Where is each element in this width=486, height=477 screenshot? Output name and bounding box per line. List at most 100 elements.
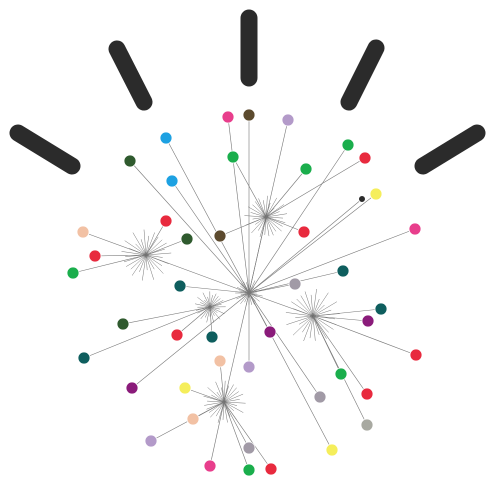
hub-left-spoke — [140, 239, 147, 256]
hub-upper-spoke — [265, 216, 284, 219]
hub-mid-spoke — [209, 306, 218, 313]
hub-mid-spoke — [206, 306, 211, 323]
hub-left-spoke — [145, 232, 155, 256]
graph-edge — [248, 292, 333, 451]
hub-right-spoke — [312, 292, 329, 317]
hub-right-spoke — [298, 315, 314, 325]
hub-right-spoke — [312, 309, 332, 317]
graph-node-brown — [213, 229, 227, 243]
graph-edge — [248, 119, 289, 294]
hub-upper-spoke — [251, 216, 267, 234]
hub-right-spoke — [312, 315, 329, 333]
graph-node-green — [242, 463, 256, 477]
graph-node-green — [299, 162, 313, 176]
hub-left-spoke — [145, 252, 172, 256]
graph-edge — [184, 387, 225, 403]
graph-node-darkgreen — [180, 232, 194, 246]
hub-right-spoke — [312, 301, 338, 317]
hub-mid-spoke — [209, 298, 221, 308]
hub-bottom-spoke — [222, 401, 225, 420]
ray-far-right — [414, 124, 486, 175]
sunburst-rays — [9, 9, 486, 175]
hub-left-spoke — [130, 254, 147, 270]
hub-link-edge — [223, 292, 250, 403]
graph-node-red — [264, 462, 278, 476]
hub-upper-spoke — [255, 201, 267, 218]
graph-node-pink — [408, 222, 422, 236]
hub-mid-spoke — [204, 306, 211, 318]
hub-bottom-spoke — [216, 391, 225, 403]
hub-bottom-spoke — [207, 400, 225, 403]
hub-left-spoke — [124, 240, 147, 256]
hub-right-spoke — [309, 315, 314, 339]
hub-mid-spoke — [209, 295, 213, 308]
hub-mid-spoke — [204, 299, 211, 308]
ray-left — [108, 40, 153, 111]
hub-upper-spoke — [263, 200, 267, 218]
graph-edge — [248, 144, 349, 294]
hub-upper-spoke — [247, 206, 267, 218]
graph-node-mauve — [288, 277, 302, 291]
graph-node-teal — [374, 302, 388, 316]
hub-bottom-spoke — [223, 384, 234, 403]
hub-bottom-spoke — [211, 394, 225, 403]
graph-node-yellow — [325, 443, 339, 457]
hub-left-spoke — [125, 254, 147, 267]
hub-bottom-spoke — [223, 401, 238, 406]
graph-node-teal — [336, 264, 350, 278]
hub-left-spoke — [145, 254, 148, 271]
hub-left-spoke — [145, 254, 164, 274]
hub-left-spoke — [145, 235, 150, 256]
graph-node-black — [358, 195, 366, 203]
graph-node-darkgreen — [123, 154, 137, 168]
hub-right-spoke — [304, 291, 314, 317]
graph-edge — [82, 231, 147, 256]
hub-center-spoke — [239, 285, 250, 294]
graph-edge — [248, 193, 377, 294]
graph-edge — [94, 254, 147, 257]
graph-node-brown — [242, 108, 256, 122]
hub-upper-spoke — [265, 195, 268, 218]
hub-bottom-spoke — [223, 401, 235, 411]
hub-left-spoke — [142, 254, 147, 281]
graph-node-red — [159, 214, 173, 228]
ray-right — [340, 39, 385, 111]
graph-node-green — [226, 150, 240, 164]
hub-mid-spoke — [209, 306, 215, 316]
graph-node-red — [297, 225, 311, 239]
graph-edge — [265, 157, 366, 218]
hub-left-spoke — [145, 254, 163, 266]
graph-node-peach — [213, 354, 227, 368]
hub-mid-spoke — [194, 303, 211, 308]
hub-link-edge — [209, 292, 250, 308]
hub-right-spoke — [300, 295, 314, 317]
hub-left-spoke — [145, 242, 167, 256]
graph-edges — [72, 115, 417, 471]
hub-mid-spoke — [207, 296, 211, 308]
graph-edge — [219, 216, 267, 237]
hub-right-spoke — [302, 315, 314, 333]
hub-mid-spoke — [209, 293, 217, 308]
hub-link-edge — [145, 254, 250, 294]
graph-node-red — [409, 348, 423, 362]
hub-upper-spoke — [244, 215, 267, 218]
graph-node-pink — [221, 110, 235, 124]
graph-edge — [248, 283, 296, 294]
graph-edge — [131, 292, 250, 389]
graph-node-green — [341, 138, 355, 152]
hub-upper-spoke — [265, 211, 280, 218]
graph-edge — [312, 315, 369, 322]
hub-left-spoke — [131, 254, 147, 276]
graph-edge — [83, 306, 211, 359]
hub-right-spoke — [295, 315, 314, 318]
graph-node-green — [66, 266, 80, 280]
hub-right-spoke — [312, 288, 317, 317]
graph-edge — [265, 216, 305, 233]
hub-upper-spoke — [252, 216, 267, 220]
hub-right-spoke — [291, 301, 314, 317]
hub-center-spoke — [248, 280, 256, 294]
hub-bottom-spoke — [223, 399, 240, 403]
hub-upper-spoke — [265, 213, 288, 218]
graph-edge — [248, 292, 321, 398]
